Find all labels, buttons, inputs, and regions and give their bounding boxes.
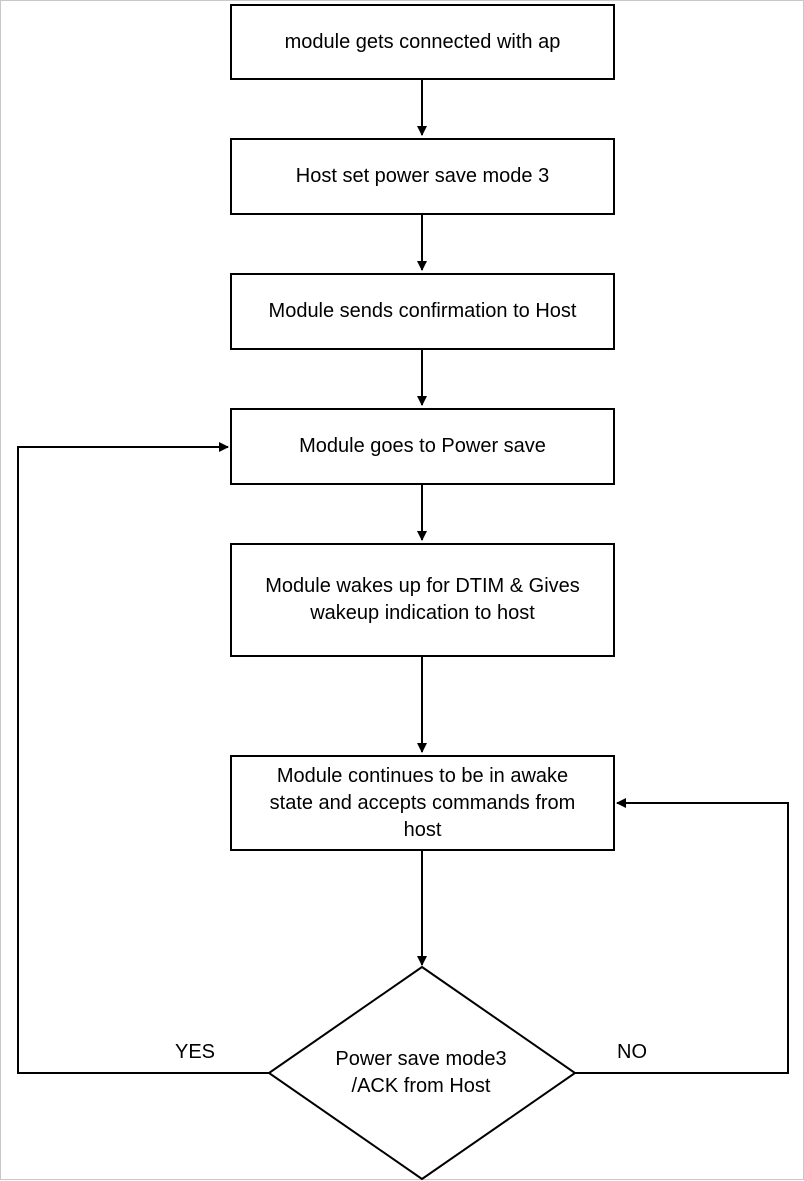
node-power-save-label: Module goes to Power save xyxy=(299,435,546,457)
node-awake: Module continues to be in awake state an… xyxy=(230,755,615,851)
node-confirmation: Module sends confirmation to Host xyxy=(230,273,615,350)
arrow-no-loop xyxy=(575,798,789,1074)
node-wakeup: Module wakes up for DTIM & Gives wakeup … xyxy=(230,543,615,657)
node-confirmation-label: Module sends confirmation to Host xyxy=(268,300,577,322)
no-label: NO xyxy=(617,1041,647,1063)
decision-label: Power save mode3 /ACK from Host xyxy=(335,1048,507,1097)
node-set-power-save: Host set power save mode 3 xyxy=(230,138,615,215)
node-set-power-save-label: Host set power save mode 3 xyxy=(295,165,550,187)
node-awake-label: Module continues to be in awake state an… xyxy=(269,764,576,841)
yes-label: YES xyxy=(175,1041,216,1063)
node-power-save: Module goes to Power save xyxy=(230,408,615,485)
arrow-yes-loop xyxy=(17,442,269,1074)
decision-diamond xyxy=(267,965,577,1181)
node-connect: module gets connected with ap xyxy=(230,4,615,80)
node-wakeup-label: Module wakes up for DTIM & Gives wakeup … xyxy=(265,575,580,624)
node-connect-label: module gets connected with ap xyxy=(284,30,561,53)
